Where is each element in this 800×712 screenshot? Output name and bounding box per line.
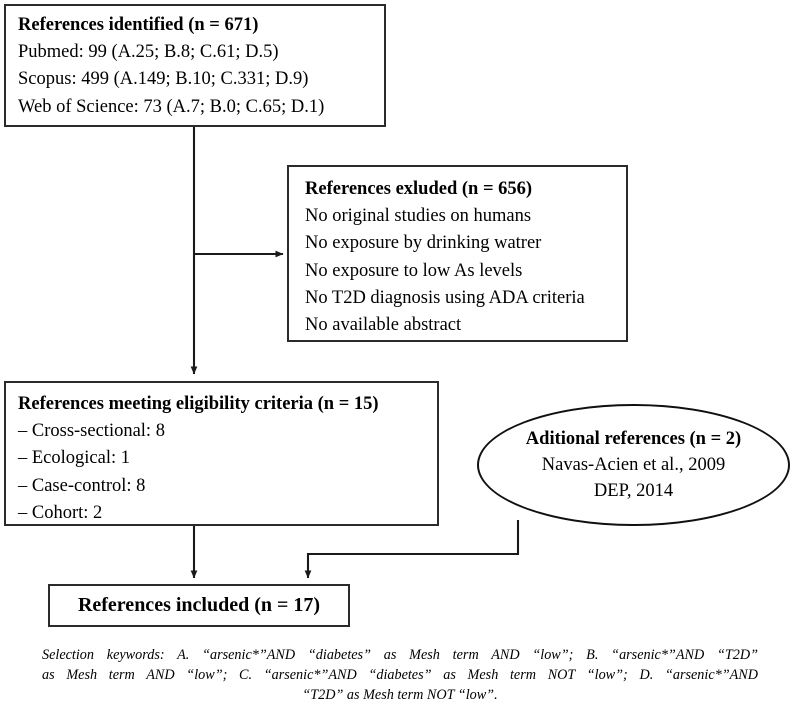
footnote-line-2: as Mesh term AND “low”; C. “arsenic*”AND… [42, 667, 758, 684]
node-additional-reference-2: DEP, 2014 [593, 481, 674, 502]
connector-additional-to-included [304, 520, 520, 579]
node-included-heading: References included (n = 17) [77, 593, 321, 616]
node-eligible-design-cohort: – Cohort: 2 [18, 502, 103, 523]
footnote-line-3: “T2D” as Mesh term NOT “low”. [302, 687, 498, 704]
node-excluded-reason-5: No available abstract [305, 314, 462, 335]
node-additional-reference-1: Navas-Acien et al., 2009 [541, 454, 726, 475]
node-additional-references: Aditional references (n = 2) Navas-Acien… [477, 404, 790, 526]
node-references-identified: References identified (n = 671) Pubmed: … [4, 4, 386, 127]
node-references-eligible: References meeting eligibility criteria … [4, 381, 439, 526]
node-identified-source-pubmed: Pubmed: 99 (A.25; B.8; C.61; D.5) [18, 42, 279, 63]
node-identified-source-scopus: Scopus: 499 (A.149; B.10; C.331; D.9) [18, 69, 309, 90]
node-eligible-heading: References meeting eligibility criteria … [18, 394, 379, 414]
footnote-selection-keywords: Selection keywords: A. “arsenic*”AND “di… [42, 645, 758, 705]
node-excluded-reason-1: No original studies on humans [305, 206, 532, 227]
node-eligible-design-ecological: – Ecological: 1 [18, 448, 130, 469]
node-eligible-design-cross-sectional: – Cross-sectional: 8 [18, 421, 165, 442]
node-excluded-reason-2: No exposure by drinking watrer [305, 233, 542, 254]
node-additional-heading: Aditional references (n = 2) [525, 428, 742, 449]
node-excluded-reason-4: No T2D diagnosis using ADA criteria [305, 287, 585, 308]
node-excluded-heading: References exluded (n = 656) [305, 179, 533, 199]
node-references-excluded: References exluded (n = 656) No original… [287, 165, 628, 342]
node-excluded-reason-3: No exposure to low As levels [305, 260, 523, 281]
node-eligible-design-case-control: – Case-control: 8 [18, 475, 146, 496]
node-identified-source-web-of-science: Web of Science: 73 (A.7; B.0; C.65; D.1) [18, 96, 325, 117]
node-identified-heading: References identified (n = 671) [18, 15, 259, 35]
node-references-included: References included (n = 17) [48, 584, 350, 627]
footnote-line-1: Selection keywords: A. “arsenic*”AND “di… [42, 647, 758, 663]
